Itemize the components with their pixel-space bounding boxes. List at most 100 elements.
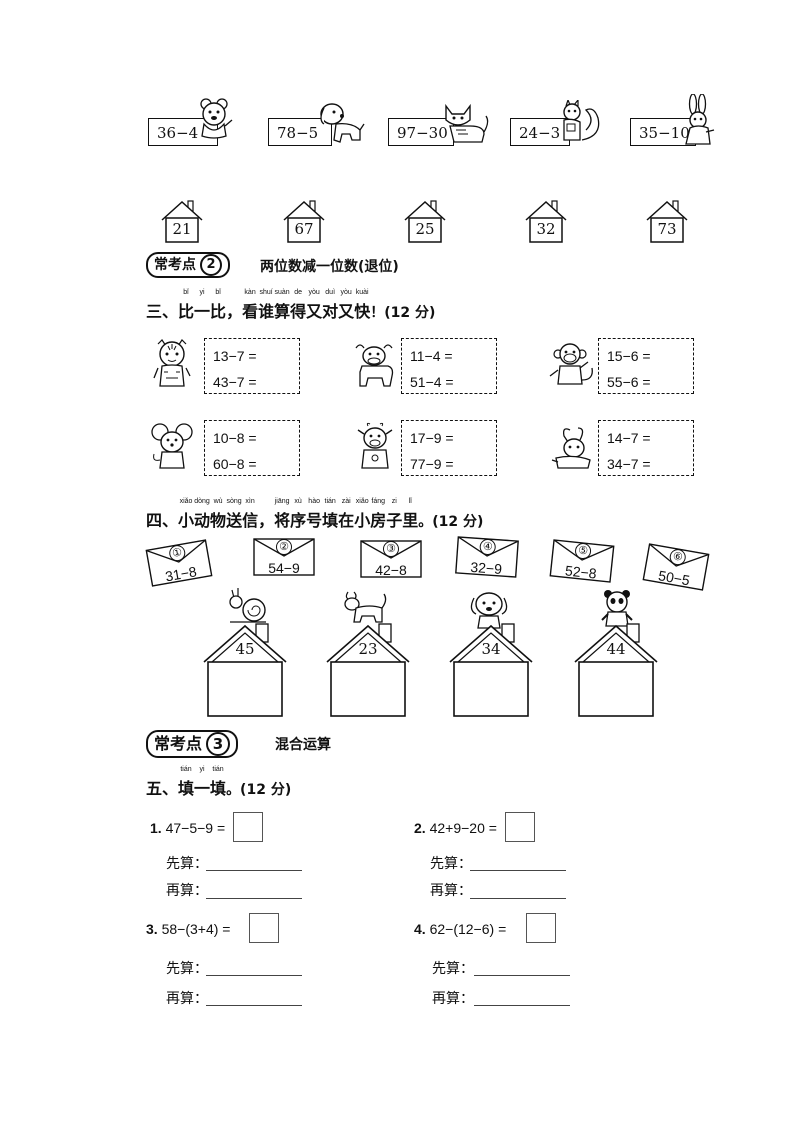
envelope-6: ⑥ 50−5 xyxy=(642,543,710,591)
calc-line: 51−4 = xyxy=(410,374,454,390)
item-expr: 47−5−9 = xyxy=(165,820,226,836)
calc-line: 17−9 = xyxy=(410,430,454,446)
then-label-2: 再算： xyxy=(430,883,472,899)
calc-line: 77−9 = xyxy=(410,456,454,472)
then-answer-line-4[interactable] xyxy=(474,1005,570,1006)
answer-box-3[interactable] xyxy=(249,913,279,943)
calc-box-2: 11−4 = 51−4 = xyxy=(401,338,497,394)
envelope-4: ④ 32−9 xyxy=(455,536,519,578)
calc-line: 13−7 = xyxy=(213,348,257,364)
pinyin: shuí xyxy=(259,289,273,296)
hanzi: 填 xyxy=(210,779,227,798)
calc-line: 43−7 = xyxy=(213,374,257,390)
hanzi: 填 xyxy=(322,511,339,530)
mouse-icon xyxy=(151,423,193,469)
section-2-title: 两位数减一位数(退位) xyxy=(260,259,399,275)
pinyin: yi xyxy=(199,766,205,773)
hanzi: 又 xyxy=(306,302,323,321)
first-label-4: 先算： xyxy=(432,961,474,977)
q3-prefix: 三、 xyxy=(146,302,179,321)
hanzi: 房 xyxy=(370,511,387,530)
bear-icon xyxy=(200,98,233,139)
envelope-2: ② 54−9 xyxy=(253,538,315,576)
hanzi: 将 xyxy=(274,511,291,530)
squirrel-icon xyxy=(563,100,600,141)
calc-box-4: 10−8 = 60−8 = xyxy=(204,420,300,476)
then-answer-line-2[interactable] xyxy=(470,898,566,899)
pinyin: dòng xyxy=(194,498,210,505)
q5-item-4: 4. 62−(12−6) = xyxy=(414,921,506,937)
pinyin: zi xyxy=(391,498,397,505)
pinyin: de xyxy=(294,289,303,296)
house-number: 21 xyxy=(172,220,192,238)
q4-suffix: 。(12 分) xyxy=(418,514,484,530)
answer-box-1[interactable] xyxy=(233,812,263,842)
ruby-char: ， xyxy=(226,298,242,322)
item-expr: 62−(12−6) = xyxy=(429,921,507,937)
first-answer-line-1[interactable] xyxy=(206,870,302,871)
pinyin: xiǎo xyxy=(355,498,369,505)
q4-prefix: 四、 xyxy=(146,511,179,530)
first-answer-line-2[interactable] xyxy=(470,870,566,871)
envelope-3: ③ 42−8 xyxy=(360,540,422,578)
expr-card-2: 78−5 xyxy=(268,118,332,146)
item-number: 2. xyxy=(414,820,426,836)
calc-line: 14−7 = xyxy=(607,430,651,446)
big-house-4: 44 xyxy=(573,622,659,718)
answer-box-4[interactable] xyxy=(526,913,556,943)
calc-line: 55−6 = xyxy=(607,374,651,390)
monkey-icon xyxy=(549,343,593,385)
small-house-2: 67 xyxy=(282,198,326,244)
hanzi: 比 xyxy=(178,302,195,321)
then-answer-line-3[interactable] xyxy=(206,1005,302,1006)
ruby-char: 一 yi xyxy=(194,766,211,799)
q3-suffix: ！(12 分) xyxy=(370,305,436,321)
pinyin: bǐ xyxy=(183,289,189,296)
house-icon xyxy=(161,200,203,243)
hanzi: 一 xyxy=(194,779,211,798)
expr-card-5: 35−10 xyxy=(630,118,696,146)
calc-line: 15−6 = xyxy=(607,348,651,364)
house-icon xyxy=(449,623,533,717)
envelope-5: ⑤ 52−8 xyxy=(549,539,615,583)
hanzi: 小 xyxy=(354,511,371,530)
ruby-char: 动 dòng xyxy=(194,498,211,531)
house-number: 45 xyxy=(235,640,255,658)
pinyin: yòu xyxy=(308,289,320,296)
hanzi: ， xyxy=(226,302,243,321)
pinyin: fáng xyxy=(371,498,386,505)
then-answer-line-1[interactable] xyxy=(206,898,302,899)
ruby-char: 比 bǐ xyxy=(178,289,195,322)
first-answer-line-3[interactable] xyxy=(206,975,302,976)
hanzi: 动 xyxy=(194,511,211,530)
house-number: 34 xyxy=(481,640,501,658)
big-house-2: 23 xyxy=(325,622,411,718)
first-answer-line-4[interactable] xyxy=(474,975,570,976)
pinyin: tián xyxy=(180,766,192,773)
dog-icon xyxy=(320,103,365,143)
pinyin: tián xyxy=(324,498,336,505)
pinyin: yòu xyxy=(340,289,352,296)
ruby-char: 填 tián xyxy=(322,498,339,531)
hanzi: 子 xyxy=(386,511,403,530)
answer-box-2[interactable] xyxy=(505,812,535,842)
pinyin: yi xyxy=(199,289,205,296)
pinyin: kuài xyxy=(355,289,369,296)
pinyin: duì xyxy=(325,289,336,296)
house-icon xyxy=(646,200,688,243)
pinyin: hào xyxy=(308,498,320,505)
house-icon xyxy=(203,623,287,717)
cow-icon xyxy=(355,344,394,387)
hanzi: 号 xyxy=(306,511,323,530)
pinyin: xìn xyxy=(245,498,255,505)
